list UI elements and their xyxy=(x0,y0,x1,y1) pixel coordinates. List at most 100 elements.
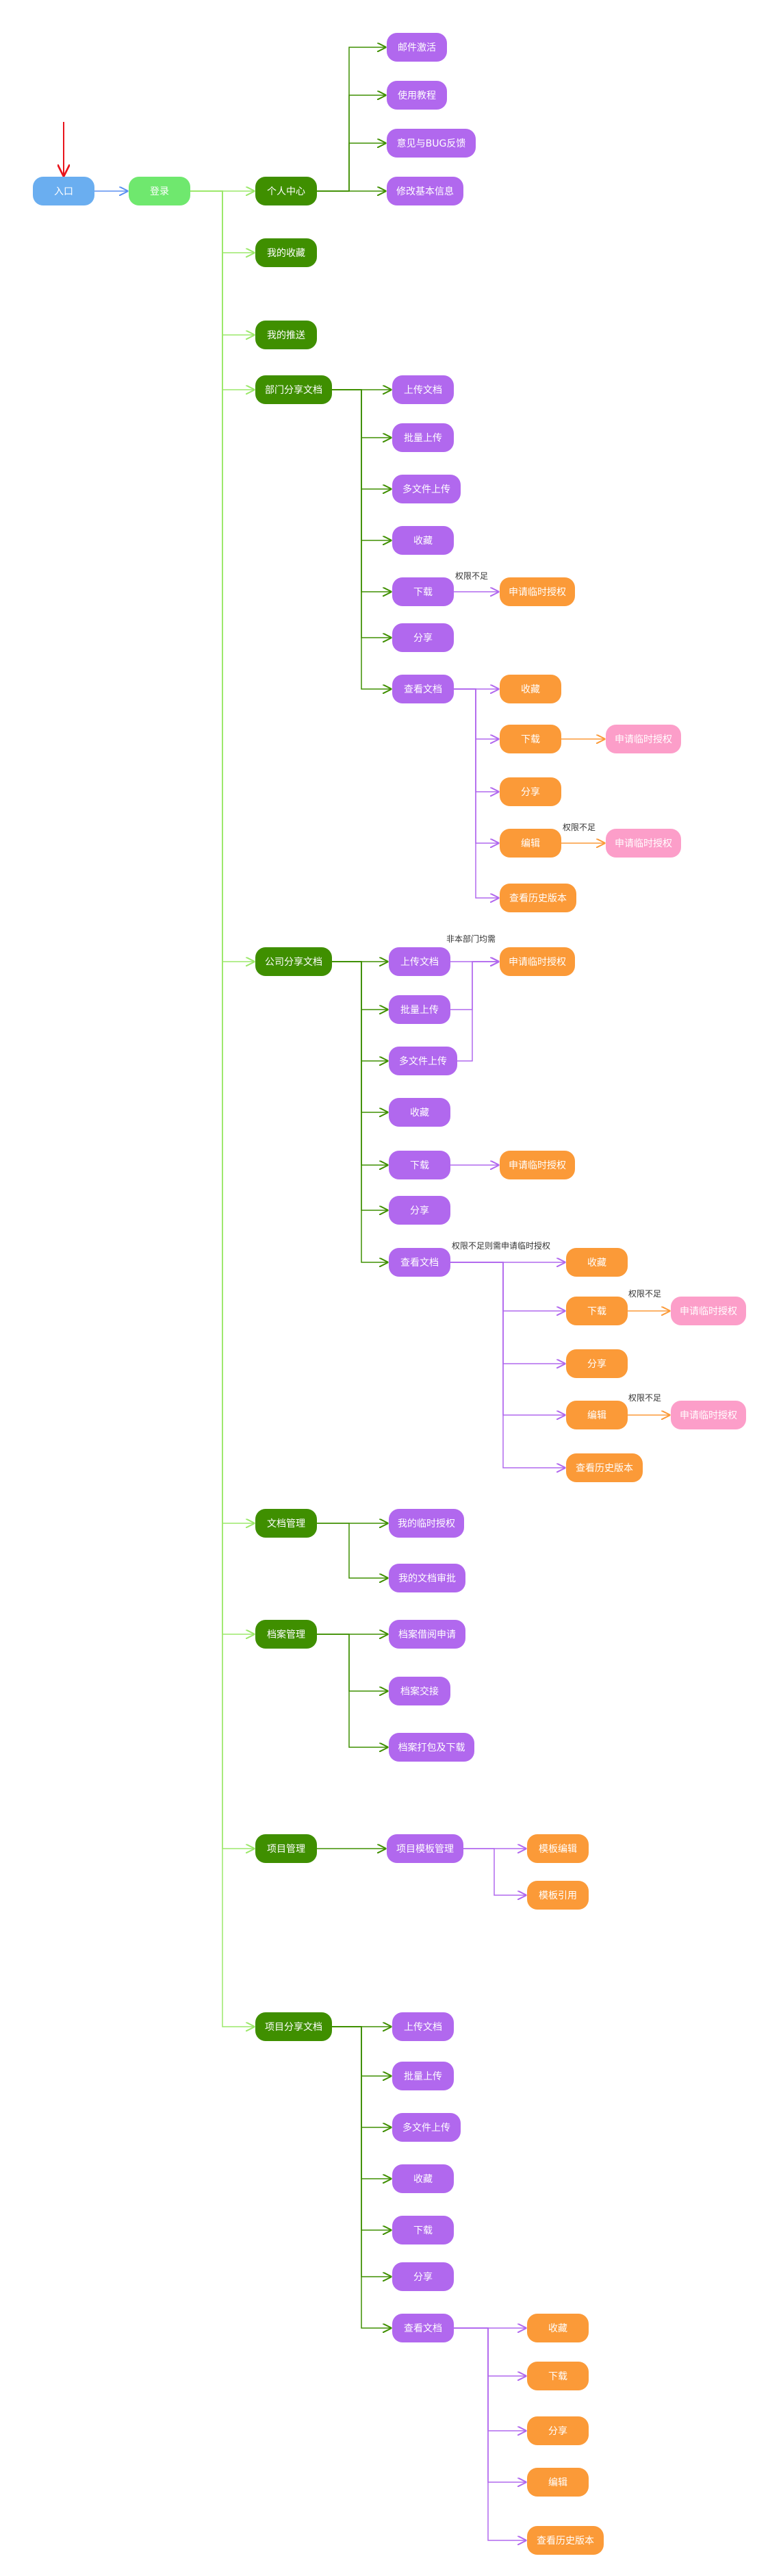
node-dept-view-edit[interactable]: 编辑 xyxy=(500,829,561,858)
node-company-view-history[interactable]: 查看历史版本 xyxy=(566,1453,643,1482)
note-dept-edit-insufficient-permission: 权限不足 xyxy=(563,823,596,832)
node-company-batch-upload[interactable]: 批量上传 xyxy=(389,995,450,1024)
edge-comp-to-c6 xyxy=(332,961,387,1210)
node-dept-view-download[interactable]: 下载 xyxy=(500,725,561,753)
node-company-view-share[interactable]: 分享 xyxy=(566,1349,628,1378)
edge-dept-to-d7 xyxy=(332,389,391,689)
edge-docmgr-to-dm2 xyxy=(317,1523,387,1578)
node-archive-borrow-request[interactable]: 档案借阅申请 xyxy=(389,1620,465,1649)
edge-personal-to-p1 xyxy=(317,47,385,192)
node-company-download-apply-temp-auth[interactable]: 申请临时授权 xyxy=(500,1151,575,1179)
node-archive-handover[interactable]: 档案交接 xyxy=(389,1677,450,1705)
note-dept-download-insufficient-permission: 权限不足 xyxy=(455,571,489,581)
edge-pm1-to-pm1b xyxy=(463,1848,526,1895)
edge-arch-to-a2 xyxy=(317,1634,387,1691)
edge-ps7-to-pv2 xyxy=(454,2327,526,2376)
node-dept-view-edit-apply-temp-auth[interactable]: 申请临时授权 xyxy=(606,829,681,858)
node-project-view-favorite[interactable]: 收藏 xyxy=(527,2314,589,2342)
node-dept-view-favorite[interactable]: 收藏 xyxy=(500,675,561,703)
node-edit-basic-info[interactable]: 修改基本信息 xyxy=(387,177,463,205)
edge-c7-to-cv4 xyxy=(450,1262,565,1415)
node-project-download[interactable]: 下载 xyxy=(392,2216,454,2244)
node-company-share[interactable]: 分享 xyxy=(389,1196,450,1225)
node-project-template-management[interactable]: 项目模板管理 xyxy=(387,1834,463,1863)
node-company-upload-apply-temp-auth[interactable]: 申请临时授权 xyxy=(500,947,575,976)
node-project-multi-upload[interactable]: 多文件上传 xyxy=(392,2113,461,2142)
edge-arch-to-a3 xyxy=(317,1634,387,1747)
edge-ps7-to-pv5 xyxy=(454,2327,526,2540)
node-dept-multi-upload[interactable]: 多文件上传 xyxy=(392,475,461,503)
node-my-temp-auth[interactable]: 我的临时授权 xyxy=(389,1509,464,1538)
node-feedback[interactable]: 意见与BUG反馈 xyxy=(387,129,476,158)
edge-comp-to-c3 xyxy=(332,961,387,1061)
node-project-upload[interactable]: 上传文档 xyxy=(392,2012,454,2041)
edge-comp-to-c4 xyxy=(332,961,387,1112)
node-project-view-history[interactable]: 查看历史版本 xyxy=(527,2526,604,2555)
node-company-upload[interactable]: 上传文档 xyxy=(389,947,450,976)
node-dept-view-history[interactable]: 查看历史版本 xyxy=(500,884,576,912)
edge-comp-to-c2 xyxy=(332,961,387,1010)
node-dept-view-doc[interactable]: 查看文档 xyxy=(392,675,454,703)
node-project-favorite[interactable]: 收藏 xyxy=(392,2164,454,2193)
node-project-view-edit[interactable]: 编辑 xyxy=(527,2468,589,2497)
node-my-doc-approval[interactable]: 我的文档审批 xyxy=(389,1564,465,1592)
node-company-favorite[interactable]: 收藏 xyxy=(389,1098,450,1127)
note-company-view-insufficient-permission: 权限不足则需申请临时授权 xyxy=(452,1241,551,1251)
edge-ps7-to-pv4 xyxy=(454,2327,526,2482)
node-dept-view-download-apply-temp-auth[interactable]: 申请临时授权 xyxy=(606,725,681,753)
node-dept-view-share[interactable]: 分享 xyxy=(500,777,561,806)
node-project-share[interactable]: 分享 xyxy=(392,2262,454,2291)
node-template-reference[interactable]: 模板引用 xyxy=(527,1881,589,1910)
node-company-view-download[interactable]: 下载 xyxy=(566,1297,628,1325)
node-company-view-download-apply-temp-auth[interactable]: 申请临时授权 xyxy=(671,1297,746,1325)
node-company-view-edit-apply-temp-auth[interactable]: 申请临时授权 xyxy=(671,1401,746,1429)
node-entry[interactable]: 入口 xyxy=(33,177,94,205)
node-my-favorites[interactable]: 我的收藏 xyxy=(255,238,317,267)
note-company-download-insufficient-permission: 权限不足 xyxy=(628,1289,662,1299)
node-project-view-share[interactable]: 分享 xyxy=(527,2416,589,2445)
node-archive-pack-download[interactable]: 档案打包及下载 xyxy=(389,1733,474,1762)
node-company-view-edit[interactable]: 编辑 xyxy=(566,1401,628,1429)
node-project-view-download[interactable]: 下载 xyxy=(527,2362,589,2390)
node-my-push[interactable]: 我的推送 xyxy=(255,321,317,349)
edge-d7-to-dv5 xyxy=(454,688,498,898)
node-email-activation[interactable]: 邮件激活 xyxy=(387,33,447,62)
node-dept-download[interactable]: 下载 xyxy=(392,577,454,606)
node-dept-download-apply-temp-auth[interactable]: 申请临时授权 xyxy=(500,577,575,606)
edge-ps7-to-pv3 xyxy=(454,2327,526,2431)
node-personal-center[interactable]: 个人中心 xyxy=(255,177,317,205)
node-dept-batch-upload[interactable]: 批量上传 xyxy=(392,423,454,452)
node-dept-share[interactable]: 分享 xyxy=(392,623,454,652)
node-doc-management[interactable]: 文档管理 xyxy=(255,1509,317,1538)
node-company-shared-docs[interactable]: 公司分享文档 xyxy=(255,947,332,976)
edge-c7-to-cv3 xyxy=(450,1262,565,1364)
node-template-edit[interactable]: 模板编辑 xyxy=(527,1834,589,1863)
node-project-shared-docs[interactable]: 项目分享文档 xyxy=(255,2012,332,2041)
node-company-view-favorite[interactable]: 收藏 xyxy=(566,1248,628,1277)
edge-personal-to-p3 xyxy=(317,143,385,192)
note-company-upload-non-dept: 非本部门均需 xyxy=(446,934,496,944)
node-dept-shared-docs[interactable]: 部门分享文档 xyxy=(255,375,332,404)
node-dept-favorite[interactable]: 收藏 xyxy=(392,526,454,555)
edge-comp-to-c7 xyxy=(332,961,387,1262)
node-company-view-doc[interactable]: 查看文档 xyxy=(389,1248,450,1277)
edge-pshare-to-ps7 xyxy=(332,2026,391,2328)
node-tutorial[interactable]: 使用教程 xyxy=(387,81,447,110)
edge-c2-to-c1a xyxy=(450,962,498,1010)
node-project-batch-upload[interactable]: 批量上传 xyxy=(392,2062,454,2090)
edge-comp-to-c5 xyxy=(332,961,387,1165)
edge-login-to-pshare xyxy=(190,190,254,2027)
edge-c7-to-cv2 xyxy=(450,1262,565,1311)
node-login[interactable]: 登录 xyxy=(129,177,190,205)
node-archive-management[interactable]: 档案管理 xyxy=(255,1620,317,1649)
node-project-management[interactable]: 项目管理 xyxy=(255,1834,317,1863)
edge-c7-to-cv5 xyxy=(450,1262,565,1468)
node-company-multi-upload[interactable]: 多文件上传 xyxy=(389,1047,457,1075)
node-project-view-doc[interactable]: 查看文档 xyxy=(392,2314,454,2342)
node-company-download[interactable]: 下载 xyxy=(389,1151,450,1179)
edge-c3-to-c1a xyxy=(457,962,498,1062)
node-dept-upload[interactable]: 上传文档 xyxy=(392,375,454,404)
note-company-edit-insufficient-permission: 权限不足 xyxy=(628,1393,662,1403)
